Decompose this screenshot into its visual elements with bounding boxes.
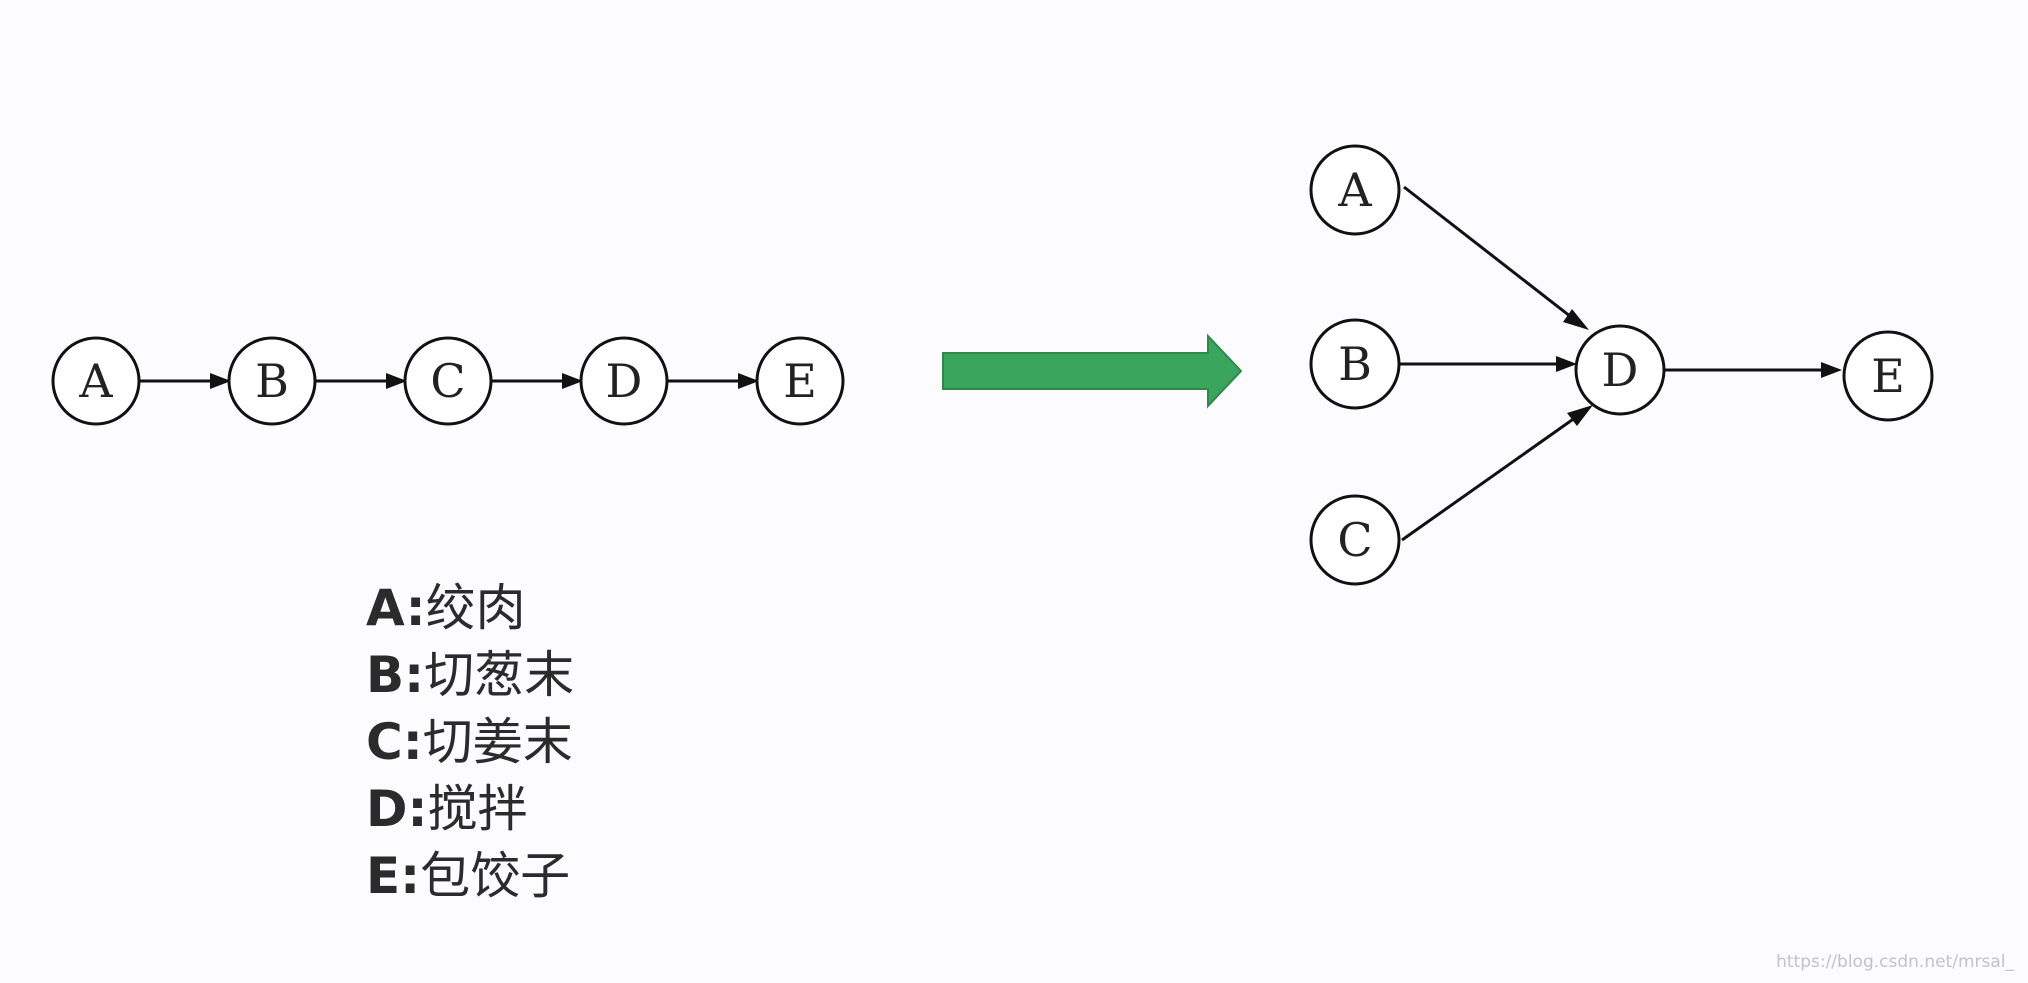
node-e-parallel: E [1842, 330, 1934, 422]
legend-item-c: C:切姜末 [366, 709, 574, 776]
svg-text:D: D [1602, 343, 1639, 397]
arrowhead-d-e [738, 373, 759, 389]
watermark: https://blog.csdn.net/mrsal_ [1776, 952, 2014, 972]
node-c-parallel: C [1309, 494, 1401, 586]
parallel-flow: A B C D E [1309, 144, 1934, 586]
svg-text:A: A [1337, 163, 1372, 217]
node-b-sequential: B [227, 336, 317, 426]
transform-arrow [942, 333, 1243, 409]
svg-text:B: B [255, 354, 289, 408]
legend-text: 搅拌 [427, 780, 528, 838]
node-a-parallel: A [1309, 144, 1401, 236]
legend-item-d: D:搅拌 [366, 776, 574, 843]
node-e-sequential: E [755, 336, 845, 426]
arrowhead-a-d [1563, 309, 1589, 330]
legend-text: 绞肉 [425, 579, 526, 637]
arrowhead-d-e [1821, 362, 1842, 378]
legend-key: C: [366, 713, 423, 771]
svg-text:B: B [1338, 337, 1372, 391]
arrowhead-c-d [1567, 405, 1593, 426]
svg-text:C: C [430, 354, 465, 408]
legend-key: D: [366, 780, 428, 838]
legend-key: A: [366, 579, 426, 637]
arrowhead-c-d [562, 373, 583, 389]
svg-text:A: A [78, 354, 113, 408]
legend-text: 切葱末 [424, 646, 575, 704]
svg-text:E: E [783, 354, 817, 408]
legend-key: B: [366, 646, 425, 704]
sequential-flow: A B C D E [51, 336, 845, 426]
svg-text:E: E [1871, 349, 1905, 403]
svg-text:C: C [1337, 513, 1372, 567]
legend-key: E: [366, 847, 421, 905]
legend-item-e: E:包饺子 [366, 843, 574, 910]
node-d-parallel: D [1574, 324, 1666, 416]
arrowhead-a-b [210, 373, 231, 389]
legend-item-a: A:绞肉 [366, 575, 574, 642]
task-legend: A:绞肉 B:切葱末 C:切姜末 D:搅拌 E:包饺子 [366, 575, 574, 910]
legend-text: 切姜末 [422, 713, 573, 771]
arrowhead-b-c [386, 373, 407, 389]
edge-a-d [1403, 185, 1585, 329]
node-c-sequential: C [403, 336, 493, 426]
edge-c-d [1401, 406, 1590, 542]
legend-text: 包饺子 [420, 847, 571, 905]
legend-item-b: B:切葱末 [366, 642, 574, 709]
node-d-sequential: D [579, 336, 669, 426]
arrowhead-b-d [1556, 356, 1577, 372]
svg-text:D: D [606, 354, 643, 408]
node-b-parallel: B [1309, 318, 1401, 410]
node-a-sequential: A [51, 336, 141, 426]
